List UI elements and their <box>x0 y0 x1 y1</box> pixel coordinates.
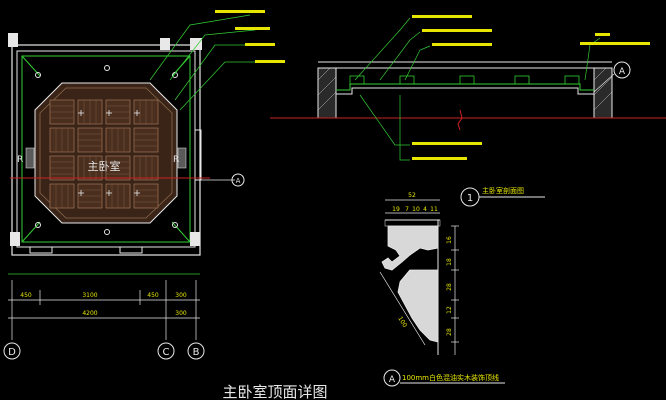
molding-dim-part-2: 10 <box>412 206 420 213</box>
molding-dim-part-1: 7 <box>405 206 409 213</box>
molding-ceiling-board <box>384 219 441 227</box>
section-mark-circle <box>231 173 245 187</box>
octagon-inner-border <box>39 87 173 219</box>
dim-row1-0: 450 <box>20 292 32 299</box>
r-mark-right-box <box>177 147 187 169</box>
parquet-grid <box>49 99 159 209</box>
axis-c-label: C <box>163 347 170 358</box>
molding-dim-right-4: 28 <box>446 328 453 336</box>
molding-profile-upper <box>381 225 439 271</box>
molding-dim-right-3: 12 <box>446 306 453 314</box>
axis-circle-c <box>157 342 175 360</box>
section-break-mark <box>457 109 463 131</box>
plan-leader-tags <box>215 10 285 63</box>
axis-circle-d <box>3 342 21 360</box>
dim-row2-1: 300 <box>175 310 187 317</box>
section-detail-circle <box>613 61 631 79</box>
r-mark-left: R <box>17 155 23 165</box>
column-bottom-right <box>190 232 200 246</box>
section-leaders <box>354 17 601 161</box>
plan-outer-wall <box>11 44 201 256</box>
molding-caption: 100mm白色混油实木装饰顶线 <box>402 373 499 382</box>
section-ceiling-board <box>336 87 594 95</box>
molding-dim-slant <box>379 271 426 346</box>
molding-number: A <box>389 375 396 385</box>
section-coves <box>349 75 580 85</box>
plan-ceiling-edge <box>21 55 191 243</box>
molding-dim-slant-label: 100 <box>396 315 408 329</box>
molding-dim-right-0: 16 <box>446 236 453 244</box>
grid-cross-markers <box>78 110 140 196</box>
section-detail-leader <box>593 73 615 93</box>
cove-diag-br <box>171 221 191 243</box>
axis-d-label: D <box>8 347 16 358</box>
drawing-title: 主卧室顶面详图 <box>222 383 327 400</box>
window-mark-2 <box>119 246 143 254</box>
section-title: 主卧室剖面图 <box>482 186 524 195</box>
dim-row2-0: 4200 <box>82 310 97 317</box>
molding-profile-joint <box>399 269 411 283</box>
column-top-left <box>8 33 18 47</box>
ceiling-plan: A R R 主卧室 <box>3 10 285 360</box>
dim-row1-1: 3100 <box>82 292 97 299</box>
room-label: 主卧室 <box>88 159 121 173</box>
column-top-right <box>190 38 202 50</box>
window-mark-1 <box>29 246 53 254</box>
molding-detail: 52 19 7 10 4 11 16 18 28 12 28 100 A <box>379 192 505 387</box>
axis-circle-b <box>187 342 205 360</box>
section-note-tags <box>412 15 650 160</box>
dim-row1-3: 300 <box>175 292 187 299</box>
r-mark-right: R <box>173 155 179 165</box>
plan-dimension-lines <box>8 273 200 340</box>
molding-number-circle <box>383 369 401 387</box>
molding-dim-part-3: 4 <box>423 206 427 213</box>
cove-diag-bl <box>21 221 41 243</box>
section-wall-hatch <box>317 67 613 111</box>
column-bottom-left <box>10 232 20 246</box>
downlights <box>35 65 178 235</box>
molding-dim-part-0: 19 <box>392 206 400 213</box>
ceiling-section: A 1 主卧室剖面图 <box>270 15 666 207</box>
section-ceiling-profile <box>336 83 594 91</box>
column-top-mid <box>160 38 170 50</box>
molding-profile-lower <box>397 269 439 343</box>
axis-b-label: B <box>193 347 200 358</box>
section-detail-mark: A <box>619 67 626 77</box>
molding-dim-right-ticks <box>451 225 459 343</box>
section-wall-left <box>317 67 337 119</box>
section-number: 1 <box>467 193 473 204</box>
dim-row1-2: 450 <box>147 292 159 299</box>
r-mark-left-box <box>25 147 35 169</box>
section-mark-label: A <box>236 177 241 185</box>
molding-dim-right-2: 28 <box>446 283 453 291</box>
molding-dim-total: 52 <box>408 192 416 199</box>
molding-dim-right-1: 18 <box>446 258 453 266</box>
section-wall-right <box>593 67 613 119</box>
molding-dim-part-4: 11 <box>430 206 438 213</box>
